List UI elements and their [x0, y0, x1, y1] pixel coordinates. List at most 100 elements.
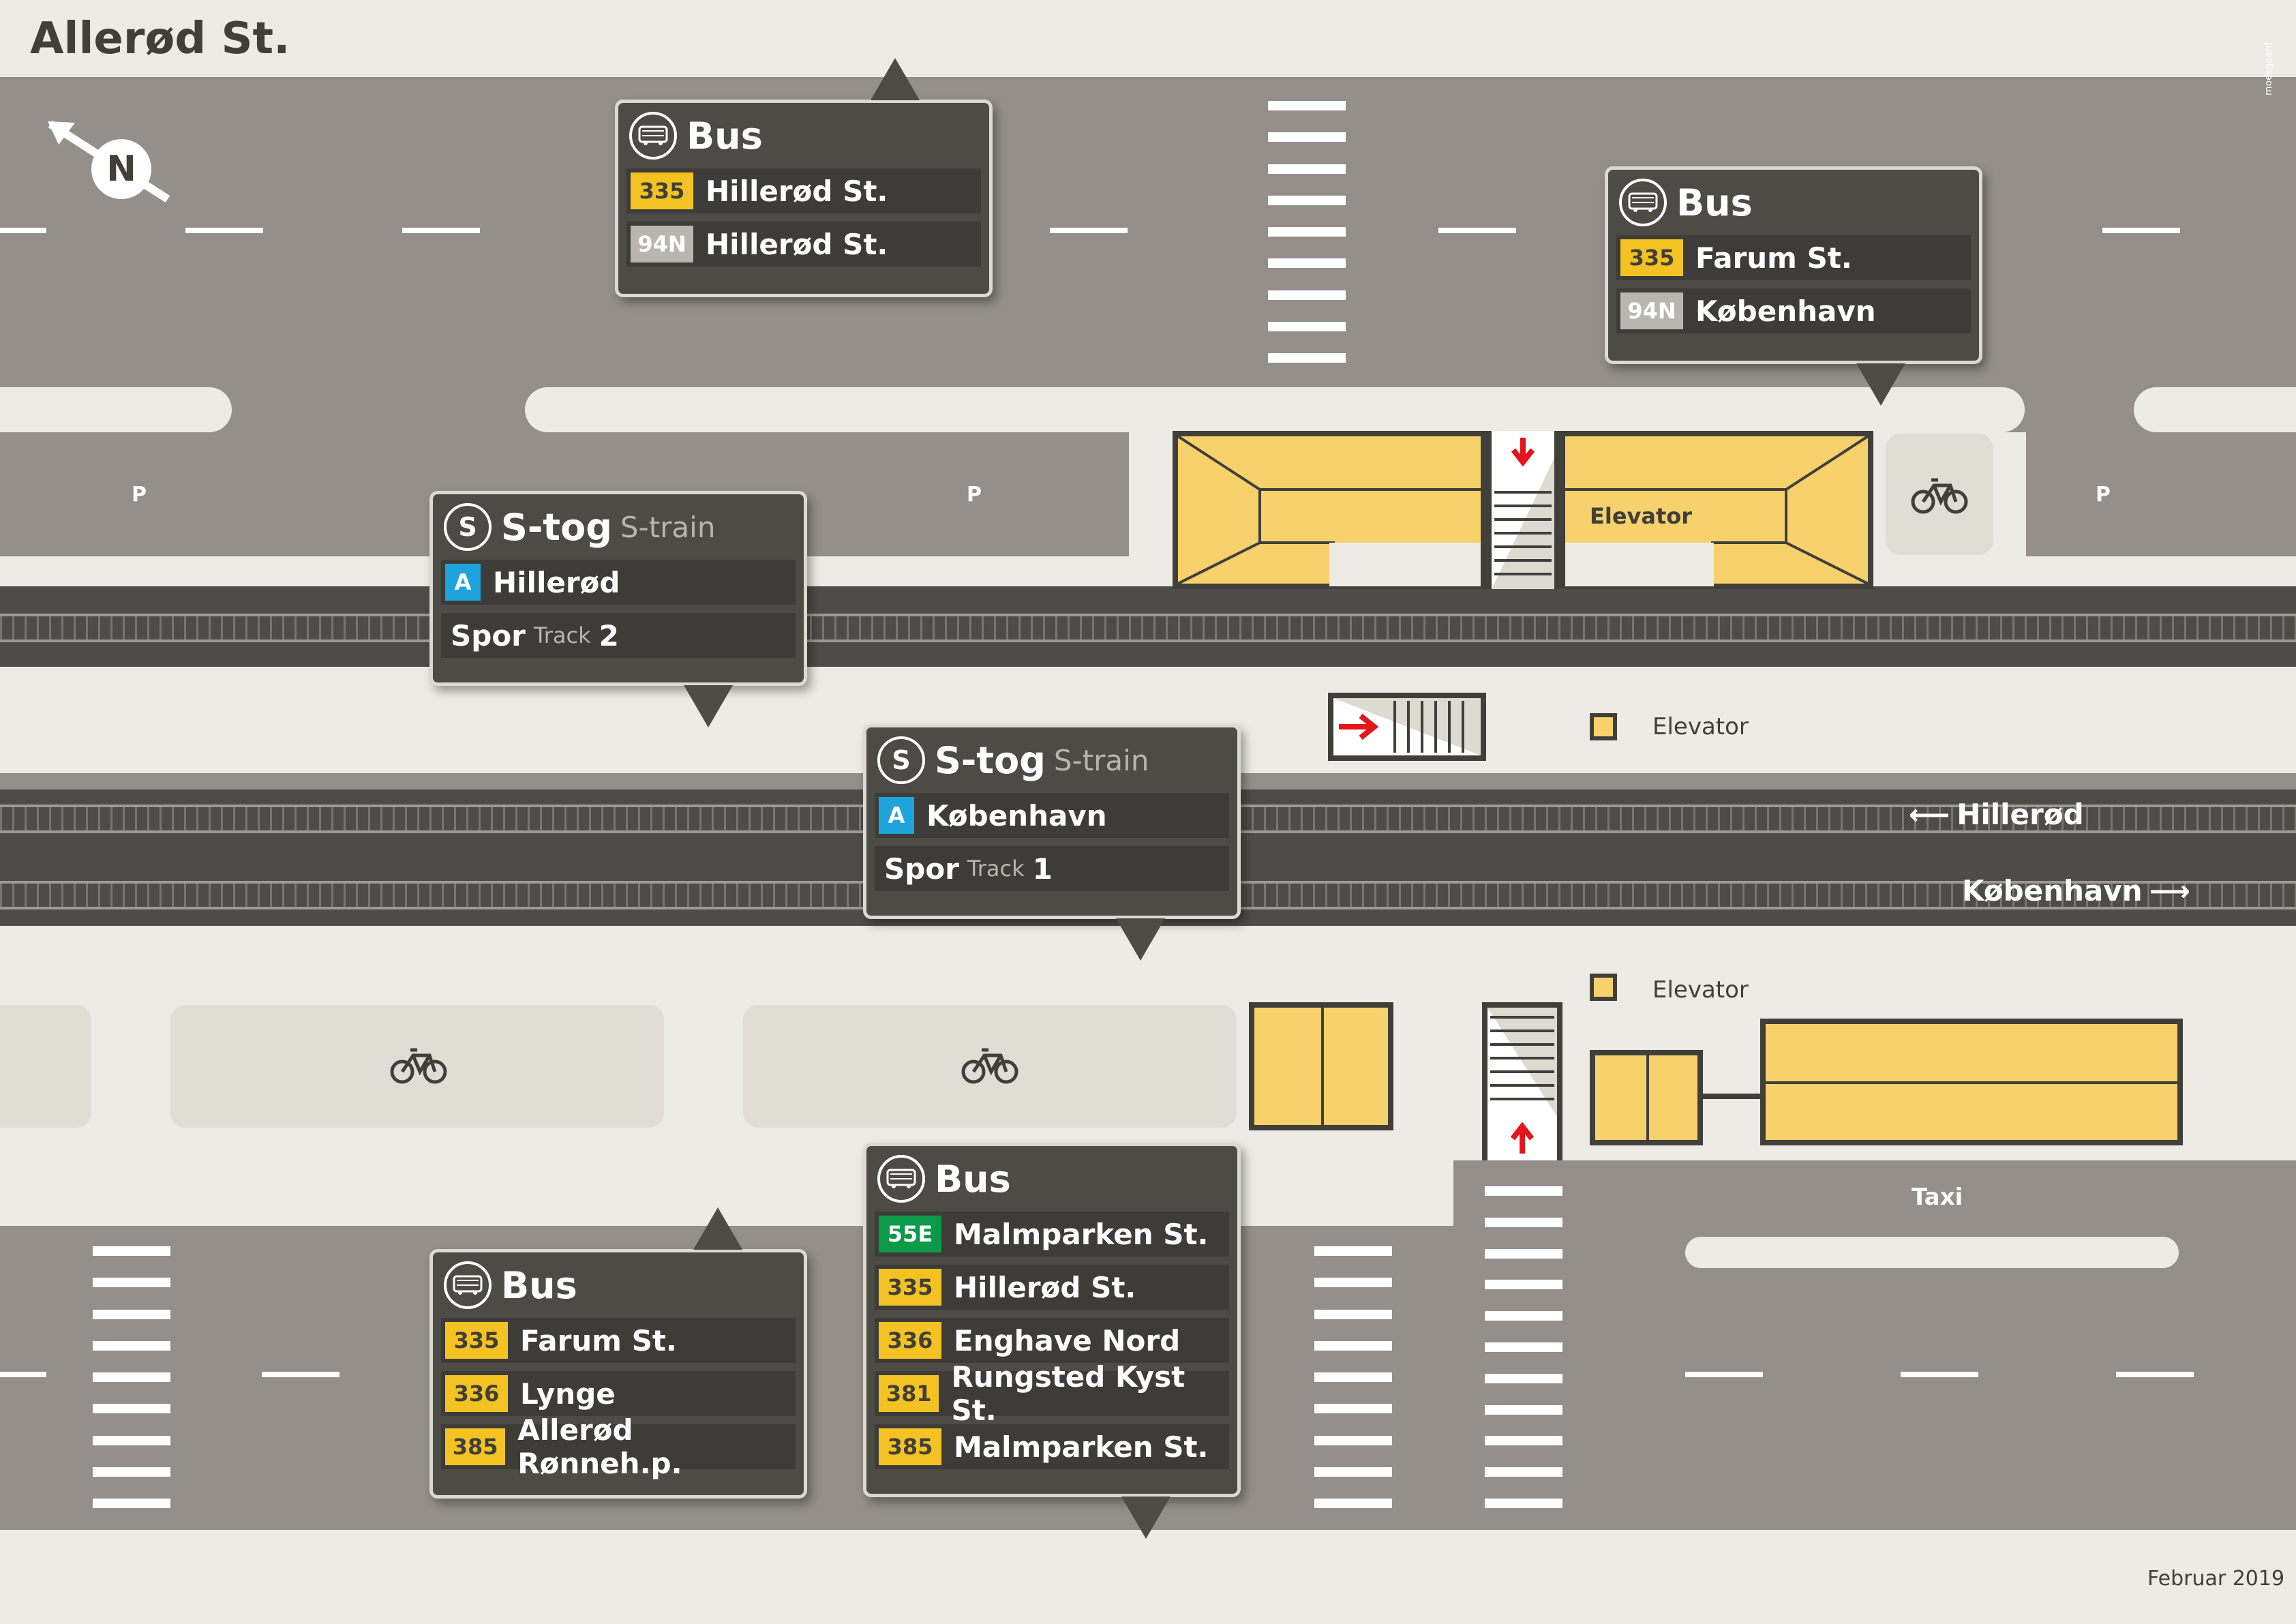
elevator-legend-square: [1590, 713, 1617, 740]
median-strip-2: [525, 387, 2025, 432]
taxi-label: Taxi: [1912, 1184, 1963, 1211]
crosswalk-bottom-right: [1485, 1186, 1562, 1508]
bus-stop-title: Bus: [501, 1263, 577, 1307]
s-train-icon: S: [444, 503, 492, 551]
lane-dash: [1901, 1372, 1978, 1377]
bus-route-row: 385 Allerød Rønneh.p.: [441, 1413, 796, 1480]
route-destination: Enghave Nord: [954, 1323, 1181, 1357]
track-row: Spor Track 2: [441, 613, 796, 658]
lane-dash: [1050, 228, 1128, 233]
underpass-stairs-icon: [1482, 1002, 1562, 1160]
median-strip-3: [2134, 387, 2296, 432]
track-label-da: Spor: [451, 618, 526, 652]
footer-date: Februar 2019: [2147, 1567, 2285, 1591]
elevator-legend-label-2: Elevator: [1652, 976, 1749, 1004]
taxi-median: [1685, 1237, 2179, 1268]
bubble-pointer: [1116, 918, 1165, 961]
south-building-small: [1590, 1050, 1703, 1145]
lower-pale-left: [0, 1005, 91, 1128]
direction-kobenhavn: København ⟶: [1962, 874, 2190, 907]
train-destination: København: [926, 798, 1107, 832]
route-badge: 335: [445, 1322, 508, 1359]
bubble-pointer: [684, 685, 733, 727]
direction-hillerod-label: Hillerød: [1957, 798, 2084, 831]
route-badge: 381: [879, 1375, 939, 1412]
track-label-en: Track: [533, 622, 591, 648]
platform-stairs-icon: [1328, 693, 1486, 761]
north-label: N: [106, 149, 136, 190]
lane-dash: [0, 1372, 46, 1377]
elevator-legend-square: [1590, 974, 1617, 1001]
elevator-building-label: Elevator: [1590, 503, 1693, 529]
bus-icon: [1619, 179, 1667, 226]
bubble-pointer: [1121, 1497, 1170, 1539]
route-badge: 94N: [1620, 292, 1683, 329]
stairs-icon: [1486, 431, 1560, 589]
bus-stop-title: Bus: [1676, 181, 1753, 224]
taxi-area: [1453, 1160, 2296, 1226]
line-badge: A: [879, 797, 914, 834]
lane-dash: [2102, 228, 2180, 233]
elevator-legend-label-1: Elevator: [1652, 713, 1749, 740]
line-badge: A: [445, 564, 481, 601]
route-destination: Allerød Rønneh.p.: [517, 1413, 682, 1480]
route-destination: Hillerød St.: [706, 227, 888, 261]
direction-kobenhavn-label: København: [1962, 874, 2143, 907]
bicycle-icon: [390, 1046, 447, 1087]
arrow-left-icon: ⟵: [1909, 798, 1950, 831]
route-badge: 385: [445, 1428, 506, 1465]
bus-icon: [877, 1155, 925, 1203]
credit-text: moesgaard: [2263, 42, 2274, 95]
track-label-da: Spor: [884, 852, 959, 886]
bus-route-row: 335 Farum St.: [1616, 235, 1971, 280]
route-destination: Malmparken St.: [954, 1430, 1209, 1464]
lane-dash: [1438, 228, 1516, 233]
route-destination: København: [1695, 294, 1876, 328]
lane-dash: [1685, 1372, 1763, 1377]
track-label-en: Track: [967, 856, 1025, 882]
route-destination: Farum St.: [1695, 241, 1852, 275]
bus-stop-card-2[interactable]: Bus 335 Farum St. 94N København: [1605, 166, 1982, 406]
station-cutout-right: [1565, 543, 1714, 586]
lane-dash: [2116, 1372, 2194, 1377]
crosswalk-top: [1268, 101, 1346, 363]
route-badge: 385: [879, 1428, 941, 1465]
route-destination: Hillerød St.: [954, 1270, 1136, 1304]
crosswalk-bottom-left: [93, 1246, 170, 1508]
train-destination: Hillerød: [493, 565, 620, 599]
lane-dash: [0, 228, 46, 233]
bubble-pointer: [871, 58, 920, 100]
route-badge: 335: [631, 172, 693, 209]
s-train-title: S-tog: [935, 738, 1046, 782]
bicycle-icon: [961, 1046, 1018, 1087]
route-badge: 335: [1620, 239, 1683, 276]
north-arrow-icon: N: [45, 117, 175, 215]
parking-row-right: [2026, 432, 2296, 556]
s-train-subtitle: S-train: [1053, 743, 1149, 777]
track-number: 1: [1032, 852, 1053, 886]
south-building-large: [1760, 1019, 2183, 1145]
s-train-title: S-tog: [501, 505, 612, 549]
bicycle-icon: [1911, 476, 1968, 517]
map-title: Allerød St.: [30, 14, 290, 64]
s-train-card-track-1[interactable]: S S-tog S-train A København Spor Track 1: [863, 724, 1241, 961]
kiosk-building: [1249, 1002, 1393, 1130]
lane-dash: [262, 1372, 339, 1377]
median-strip-1: [0, 387, 232, 432]
lane-dash: [185, 228, 263, 233]
route-badge: 336: [445, 1375, 508, 1412]
bubble-pointer: [693, 1207, 742, 1250]
s-train-icon: S: [877, 736, 925, 784]
parking-mark-3: P: [2096, 483, 2111, 507]
